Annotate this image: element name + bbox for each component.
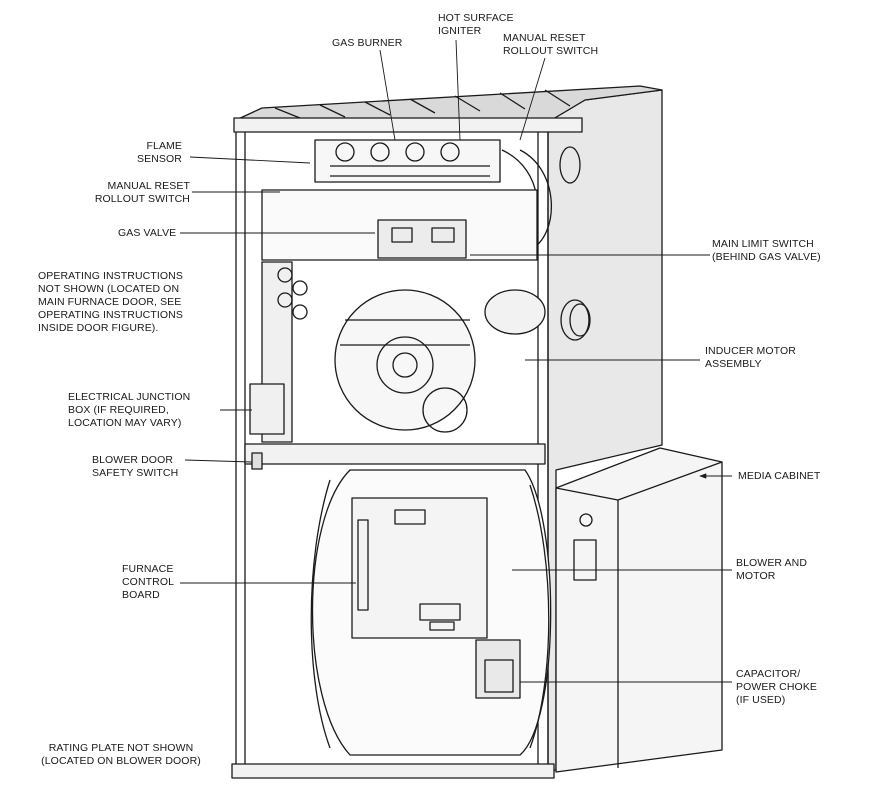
gas-valve [377,219,467,259]
label-media-cabinet: MEDIA CABINET [738,470,821,482]
label-manual-reset-rollout-top: MANUAL RESET ROLLOUT SWITCH [503,32,599,57]
inducer-housing [334,289,476,431]
label-hot-surface-igniter: HOT SURFACE IGNITER [438,12,514,37]
base-rail [231,763,555,779]
label-rating-plate: RATING PLATE NOT SHOWN (LOCATED ON BLOWE… [41,742,201,767]
label-flame-sensor: FLAME SENSOR [137,140,182,165]
label-manual-reset-rollout-left: MANUAL RESET ROLLOUT SWITCH [94,180,190,205]
junction-box [249,383,285,435]
label-operating-instructions: OPERATING INSTRUCTIONS NOT SHOWN (LOCATE… [38,270,183,334]
media-cabinet [555,447,723,773]
burner-box [314,139,501,183]
label-electrical-junction-box: ELECTRICAL JUNCTION BOX (IF REQUIRED, LO… [68,391,191,429]
label-main-limit-switch: MAIN LIMIT SWITCH (BEHIND GAS VALVE) [712,238,821,263]
label-blower-door-safety-switch: BLOWER DOOR SAFETY SWITCH [92,454,179,479]
label-furnace-control-board: FURNACE CONTROL BOARD [122,563,175,601]
label-capacitor-power-choke: CAPACITOR/ POWER CHOKE (IF USED) [736,668,818,706]
label-gas-burner: GAS BURNER [332,37,403,49]
door-switch [251,452,263,470]
label-blower-and-motor: BLOWER AND MOTOR [736,557,808,582]
divider-panel [244,443,546,465]
label-gas-valve: GAS VALVE [118,227,177,239]
top-rail [233,117,583,133]
label-inducer-motor-assembly: INDUCER MOTOR ASSEMBLY [705,345,796,370]
